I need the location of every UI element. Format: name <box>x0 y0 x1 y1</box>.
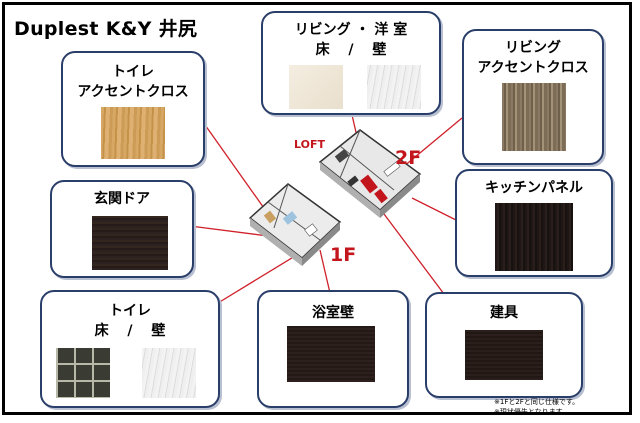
footnote-line-1: ※1Fと2Fと同じ仕様です。 <box>494 398 580 406</box>
toilet-wall-swatch <box>142 348 196 398</box>
box-entrance-door: 玄関ドア <box>50 180 194 278</box>
page-title: Duplest K&Y 井尻 <box>14 18 198 40</box>
box-living-room-label-2: 床 / 壁 <box>315 42 387 58</box>
kitchen-panel-swatch <box>495 203 573 271</box>
leader-entrance-door <box>189 225 269 237</box>
box-living-accent-label-1: リビング <box>505 40 561 56</box>
footnote-line-2: ※現状優先となります。 <box>494 408 569 416</box>
bath-wall-swatch <box>287 326 375 382</box>
fittings-swatch <box>465 330 543 380</box>
toilet-floor-swatch <box>56 348 110 398</box>
floor-label-1f: 1F <box>330 244 357 266</box>
living-wall-swatch <box>367 65 421 109</box>
living-floor-swatch <box>289 65 343 109</box>
box-living-accent-cloth: リビング アクセントクロス <box>462 29 604 165</box>
leader-kitchen-panel <box>411 197 457 221</box>
box-bath-wall: 浴室壁 <box>257 290 409 408</box>
leader-bath-wall <box>319 249 331 294</box>
box-entrance-door-label: 玄関ドア <box>94 191 150 207</box>
living-accent-swatch <box>502 83 566 151</box>
box-toilet-floor-label-2: 床 / 壁 <box>94 323 166 339</box>
box-fittings: 建具 <box>425 292 583 398</box>
box-kitchen-panel-label: キッチンパネル <box>485 180 583 196</box>
plan-2f <box>318 129 422 218</box>
box-living-accent-label-2: アクセントクロス <box>477 60 589 76</box>
floor-plan-illustration <box>248 129 422 266</box>
loft-label: LOFT <box>294 138 325 151</box>
box-toilet-accent-label-1: トイレ <box>112 64 154 80</box>
box-toilet-floor-wall: トイレ 床 / 壁 <box>40 290 220 408</box>
box-toilet-accent-label-2: アクセントクロス <box>77 84 189 100</box>
leader-toilet-floor <box>217 252 301 304</box>
box-fittings-label: 建具 <box>490 305 518 321</box>
footnote: ※1Fと2Fと同じ仕様です。 ※現状優先となります。 <box>494 397 579 417</box>
plan-1f <box>248 183 342 266</box>
leader-fittings <box>383 213 448 299</box>
floor-label-2f: 2F <box>395 147 422 169</box>
box-kitchen-panel: キッチンパネル <box>455 169 613 277</box>
box-toilet-floor-label-1: トイレ <box>109 303 151 319</box>
toilet-accent-swatch <box>101 107 165 159</box>
box-living-room: リビング ・ 洋 室 床 / 壁 <box>261 11 441 115</box>
entrance-door-swatch <box>92 216 168 270</box>
box-living-room-label-1: リビング ・ 洋 室 <box>294 22 408 38</box>
box-toilet-accent-cloth: トイレ アクセントクロス <box>61 51 205 167</box>
box-bath-wall-label: 浴室壁 <box>312 305 354 321</box>
